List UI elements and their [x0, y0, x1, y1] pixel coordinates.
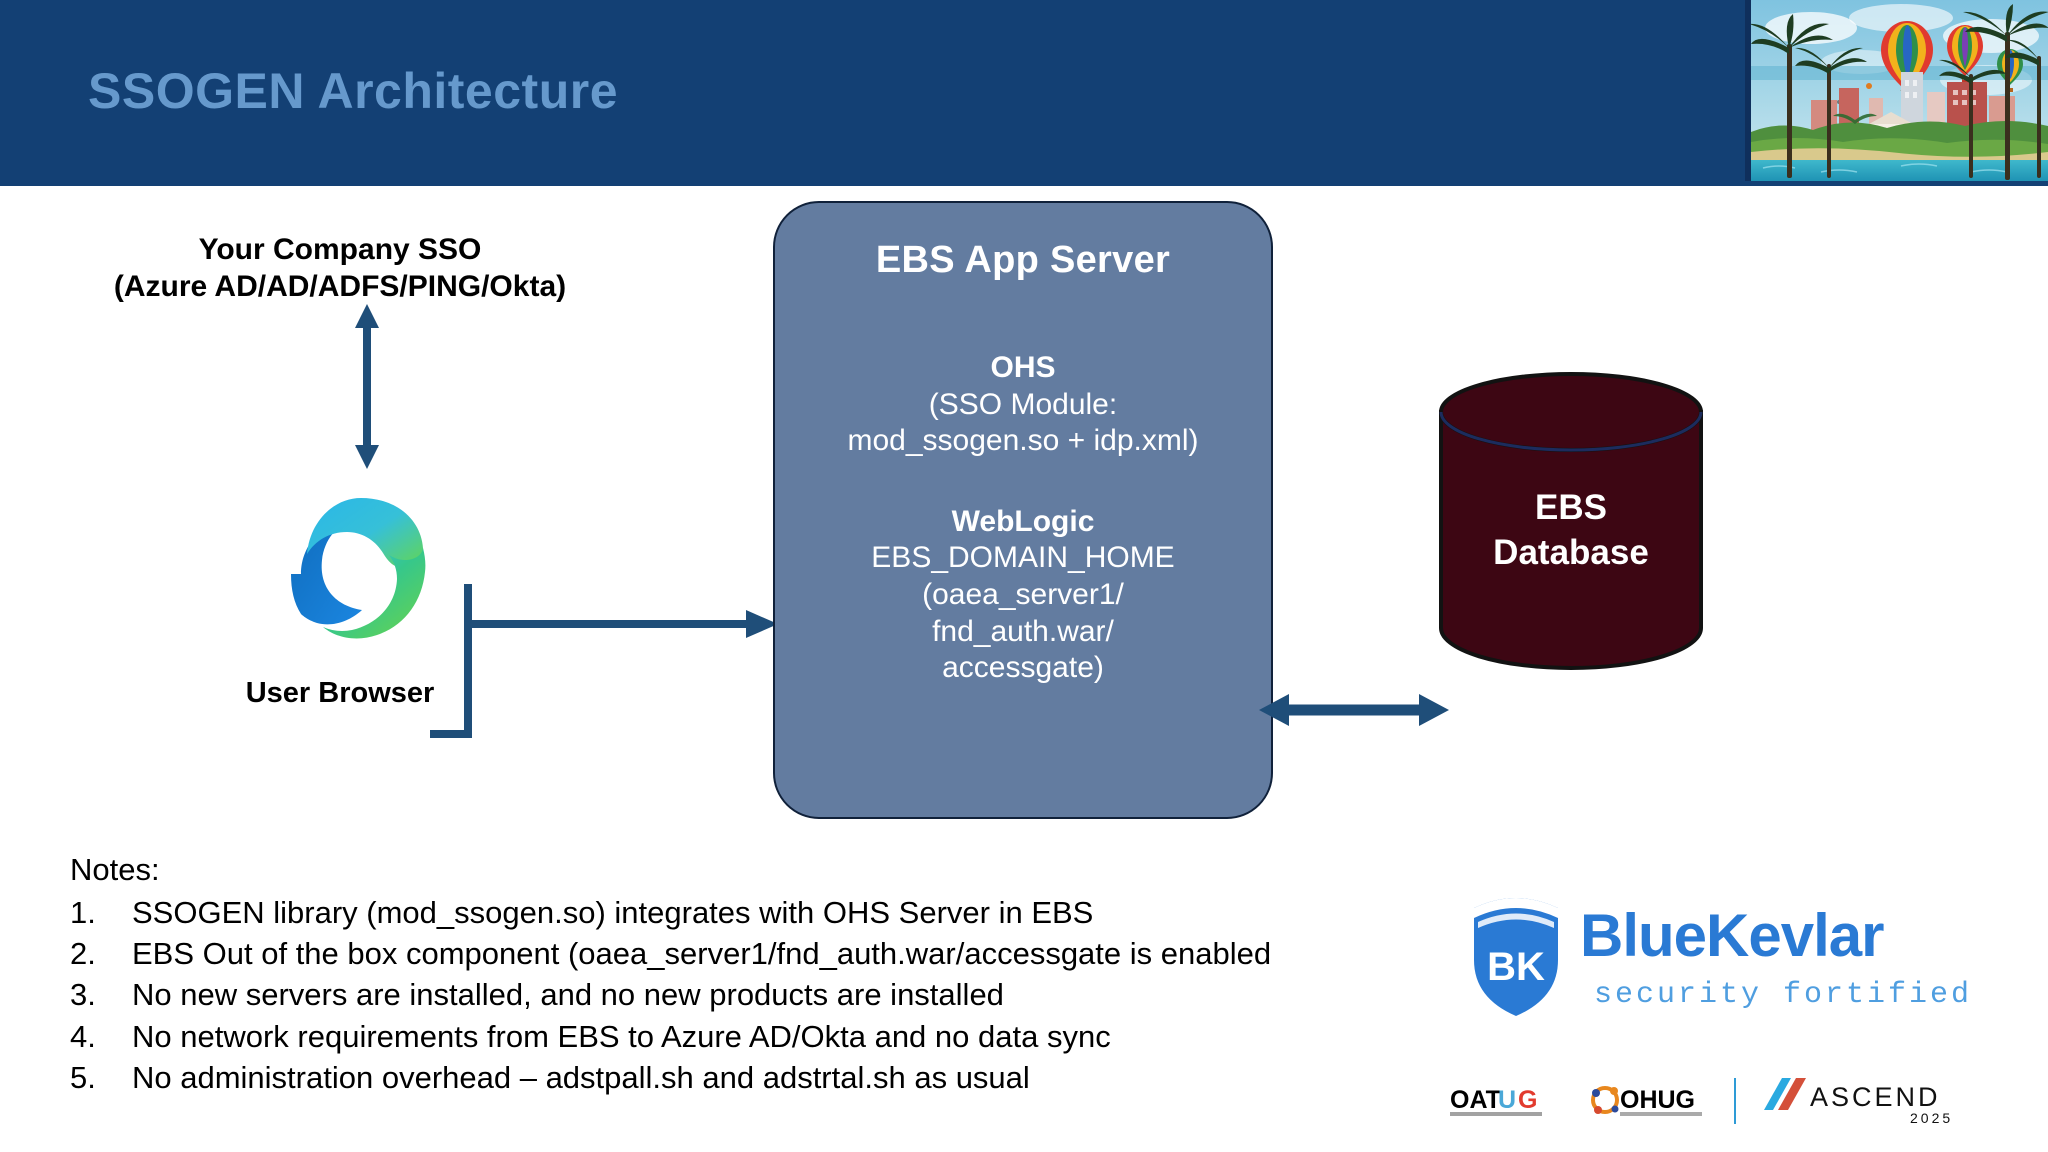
- page-title: SSOGEN Architecture: [88, 63, 619, 119]
- sso-provider-label-line1: Your Company SSO: [198, 233, 482, 266]
- note-number: 2.: [70, 936, 96, 972]
- note-text: No network requirements from EBS to Azur…: [132, 1018, 1111, 1054]
- svg-text:2025: 2025: [1910, 1110, 1953, 1126]
- note-number: 4.: [70, 1018, 96, 1054]
- note-number: 5.: [70, 1059, 96, 1095]
- ebs-database-label-line2: Database: [1493, 532, 1649, 572]
- tropical-city-hot-air-balloons-illustration: [1745, 0, 2048, 181]
- svg-text:security fortified: security fortified: [1594, 978, 1972, 1012]
- list-item: 2. EBS Out of the box component (oaea_se…: [70, 933, 1470, 974]
- partner-logos: OAT U G OHUG ASCEND 2025: [1450, 1070, 2010, 1132]
- weblogic-service-line-2: (oaea_server1/: [922, 577, 1124, 611]
- list-item: 3. No new servers are installed, and no …: [70, 974, 1470, 1015]
- ascend-logo-icon: ASCEND 2025: [1760, 1076, 1975, 1126]
- elbow-arrow-right-icon: [430, 516, 780, 784]
- svg-text:BlueKevlar: BlueKevlar: [1580, 902, 1884, 969]
- ebs-database-label: EBS Database: [1437, 486, 1705, 576]
- list-item: 5. No administration overhead – adstpall…: [70, 1057, 1470, 1098]
- ebs-database-label-line1: EBS: [1535, 488, 1607, 527]
- bluekevlar-logo: BK BlueKevlar security fortified: [1462, 882, 2002, 1022]
- note-number: 1.: [70, 895, 96, 930]
- note-text: SSOGEN library (mod_ssogen.so) integrate…: [132, 895, 1094, 930]
- oatug-logo-icon: OAT U G: [1450, 1084, 1572, 1118]
- weblogic-service-line-4: accessgate): [942, 651, 1104, 685]
- list-item: 4. No network requirements from EBS to A…: [70, 1016, 1470, 1057]
- double-headed-horizontal-arrow-icon: [1259, 682, 1449, 738]
- architecture-diagram: Your Company SSO (Azure AD/AD/ADFS/PING/…: [0, 186, 2048, 866]
- shield-bk-icon: BK: [1474, 898, 1558, 1016]
- microsoft-edge-icon: [277, 478, 447, 648]
- svg-text:ASCEND: ASCEND: [1810, 1082, 1941, 1112]
- note-number: 3.: [70, 977, 96, 1013]
- double-headed-vertical-arrow-icon: [355, 304, 379, 469]
- sso-provider-label-line2: (Azure AD/AD/ADFS/PING/Okta): [113, 269, 567, 303]
- svg-text:OAT: OAT: [1450, 1086, 1501, 1114]
- ebs-app-server-node: EBS App Server OHS (SSO Module: mod_ssog…: [773, 201, 1273, 819]
- ohs-service-line-1: (SSO Module:: [928, 387, 1118, 421]
- svg-text:G: G: [1518, 1086, 1537, 1114]
- notes-list: 1. SSOGEN library (mod_ssogen.so) integr…: [70, 892, 1470, 1098]
- svg-text:U: U: [1498, 1086, 1516, 1114]
- sso-provider-label: Your Company SSO (Azure AD/AD/ADFS/PING/…: [70, 232, 610, 305]
- weblogic-service-block: WebLogic EBS_DOMAIN_HOME (oaea_server1/ …: [775, 504, 1271, 687]
- database-cylinder-icon: [1437, 370, 1705, 670]
- weblogic-service-line-1: EBS_DOMAIN_HOME: [871, 541, 1175, 575]
- ebs-app-server-title: EBS App Server: [875, 239, 1171, 281]
- note-text: EBS Out of the box component (oaea_serve…: [132, 936, 1272, 972]
- notes-section: Notes: 1. SSOGEN library (mod_ssogen.so)…: [70, 852, 1470, 1098]
- header-band: [0, 0, 2048, 186]
- ohs-service-name: OHS: [990, 351, 1056, 384]
- svg-text:BK: BK: [1487, 945, 1545, 989]
- ohs-service-line-2: mod_ssogen.so + idp.xml): [847, 424, 1199, 458]
- note-text: No administration overhead – adstpall.sh…: [132, 1059, 1030, 1095]
- note-text: No new servers are installed, and no new…: [132, 977, 1004, 1013]
- logo-divider: [1734, 1078, 1736, 1124]
- ohug-logo-icon: OHUG: [1590, 1084, 1710, 1118]
- user-browser-label: User Browser: [245, 677, 435, 709]
- ohs-service-block: OHS (SSO Module: mod_ssogen.so + idp.xml…: [775, 350, 1271, 460]
- list-item: 1. SSOGEN library (mod_ssogen.so) integr…: [70, 892, 1470, 933]
- notes-heading: Notes:: [70, 852, 160, 887]
- weblogic-service-name: WebLogic: [951, 504, 1095, 538]
- weblogic-service-line-3: fnd_auth.war/: [932, 614, 1114, 648]
- svg-text:OHUG: OHUG: [1620, 1086, 1695, 1114]
